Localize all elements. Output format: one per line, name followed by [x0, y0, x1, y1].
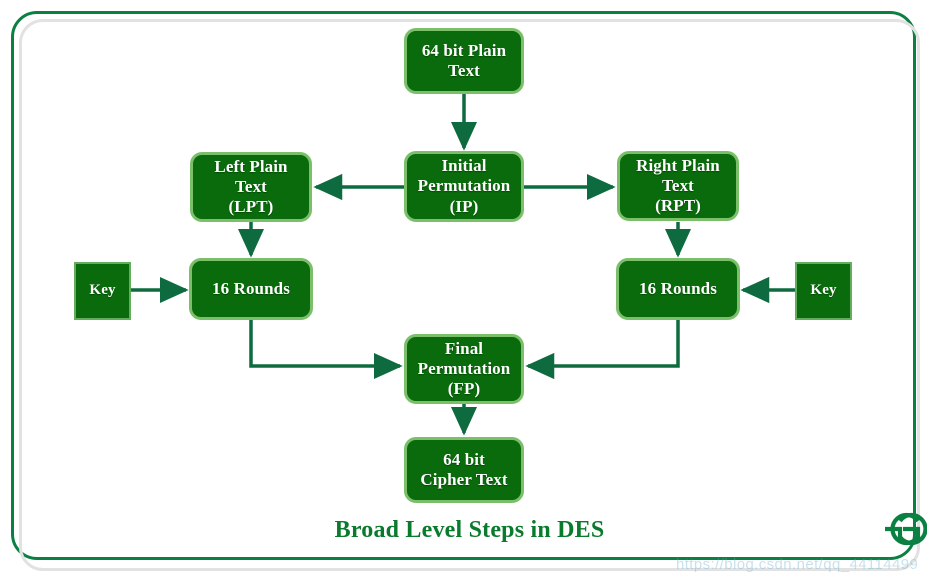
- node-left-plain-text[interactable]: Left Plain Text (LPT): [190, 152, 312, 222]
- node-initial-permutation[interactable]: Initial Permutation (IP): [404, 151, 524, 222]
- node-line: Initial: [441, 156, 487, 176]
- outer-frame-border: [11, 11, 916, 560]
- node-line: Text: [448, 61, 480, 80]
- node-line: (LPT): [228, 197, 274, 217]
- node-line: Permutation: [417, 176, 511, 196]
- node-line: 16 Rounds: [212, 278, 290, 298]
- inner-frame-border: [19, 19, 920, 571]
- node-line: Final: [444, 338, 484, 358]
- node-line: Right Plain: [636, 155, 720, 175]
- node-16-rounds-right[interactable]: 16 Rounds: [616, 258, 740, 320]
- source-watermark: https://blog.csdn.net/qq_44114499: [676, 556, 919, 573]
- diagram-caption: Broad Level Steps in DES: [334, 517, 605, 543]
- node-16-rounds-left[interactable]: 16 Rounds: [189, 258, 313, 320]
- node-final-permutation[interactable]: Final Permutation (FP): [404, 334, 524, 404]
- node-line: Cipher Text: [420, 470, 508, 489]
- node-line: Left Plain: [214, 156, 288, 176]
- node-line: Key: [89, 282, 116, 299]
- node-line: (RPT): [655, 196, 701, 216]
- node-line: (FP): [447, 379, 481, 399]
- node-plain-text-64bit[interactable]: 64 bit Plain Text: [404, 28, 524, 94]
- node-line: 64 bit: [443, 449, 485, 469]
- node-line: Text: [235, 176, 267, 196]
- node-line: Permutation: [417, 358, 511, 378]
- geeksforgeeks-logo-icon: [885, 512, 927, 546]
- node-key-left[interactable]: Key: [74, 262, 131, 320]
- node-line: (IP): [449, 196, 479, 216]
- node-line: 16 Rounds: [639, 278, 717, 298]
- node-line: Text: [662, 175, 694, 195]
- node-right-plain-text[interactable]: Right Plain Text (RPT): [617, 151, 739, 221]
- node-cipher-text-64bit[interactable]: 64 bit Cipher Text: [404, 437, 524, 503]
- node-line: Key: [810, 282, 837, 299]
- node-key-right[interactable]: Key: [795, 262, 852, 320]
- node-line: 64 bit Plain: [421, 40, 507, 60]
